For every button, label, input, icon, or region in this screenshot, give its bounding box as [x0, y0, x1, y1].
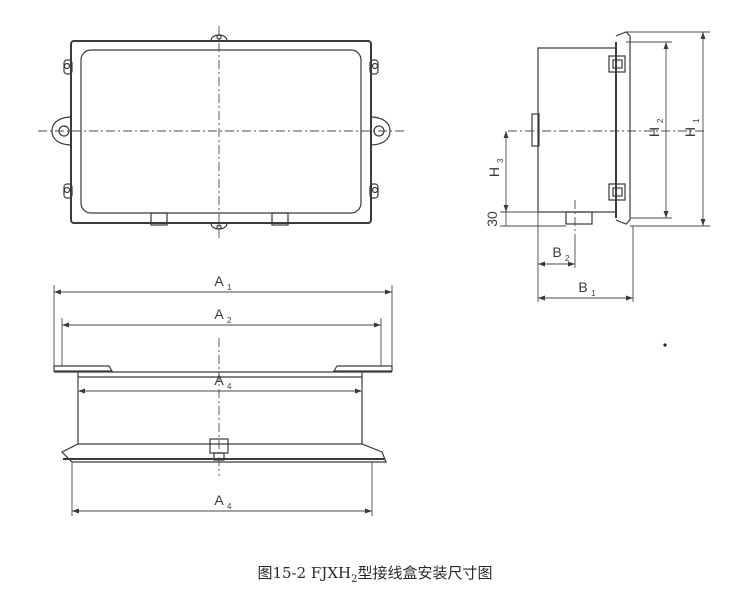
caption-prefix: 图15-2 FJXH: [257, 564, 352, 582]
caption-subscript: 2: [351, 574, 358, 585]
side-body: [537, 47, 617, 213]
side-view: H 1 H 2 H 3 30 B 2 B 1: [484, 31, 710, 302]
caption-suffix: 型接线盒安装尺寸图: [357, 564, 493, 582]
svg-text:30: 30: [484, 211, 500, 227]
svg-text:2: 2: [565, 254, 570, 263]
a4-top-label: A 4: [214, 372, 232, 391]
h2-label: H 2: [646, 118, 665, 137]
side-cover: [615, 31, 631, 225]
svg-text:B: B: [552, 244, 561, 260]
svg-text:4: 4: [227, 502, 232, 511]
svg-text:H: H: [486, 167, 502, 177]
a2-label: A 2: [214, 306, 232, 325]
svg-text:A: A: [214, 273, 224, 289]
b1-label: B 1: [578, 279, 596, 298]
side-latches: [608, 55, 626, 201]
svg-text:2: 2: [227, 316, 232, 325]
svg-text:A: A: [214, 492, 224, 508]
a4-bottom-label: A 4: [214, 492, 232, 511]
svg-text:2: 2: [656, 118, 665, 123]
side-cable-gland: [565, 211, 593, 225]
svg-text:A: A: [214, 306, 224, 322]
right-mount-plate: [332, 365, 393, 372]
svg-text:4: 4: [227, 382, 232, 391]
b2-label: B 2: [552, 244, 570, 263]
side-left-boss: [531, 113, 540, 147]
front-view: [38, 26, 404, 238]
svg-text:1: 1: [227, 283, 232, 292]
front-cable-glands: [150, 212, 289, 226]
svg-text:1: 1: [591, 289, 596, 298]
h1-label: H 1: [682, 118, 701, 137]
svg-text:B: B: [578, 279, 587, 295]
offset-label: 30: [484, 211, 500, 227]
h3-label: H 3: [486, 158, 505, 177]
plan-view: A 1 A 2 A 4 A 4: [53, 273, 393, 516]
stray-dot: [663, 343, 667, 347]
front-inner-frame: [80, 49, 362, 214]
svg-text:3: 3: [496, 158, 505, 163]
a1-label: A 1: [214, 273, 232, 292]
left-mount-plate: [53, 365, 114, 372]
svg-text:H: H: [682, 127, 698, 137]
front-lugs: [51, 34, 391, 230]
svg-text:A: A: [214, 372, 224, 388]
figure-caption: 图15-2 FJXH2型接线盒安装尺寸图: [0, 562, 750, 585]
svg-text:H: H: [646, 127, 662, 137]
front-outer-frame: [70, 40, 372, 224]
svg-text:1: 1: [692, 118, 701, 123]
